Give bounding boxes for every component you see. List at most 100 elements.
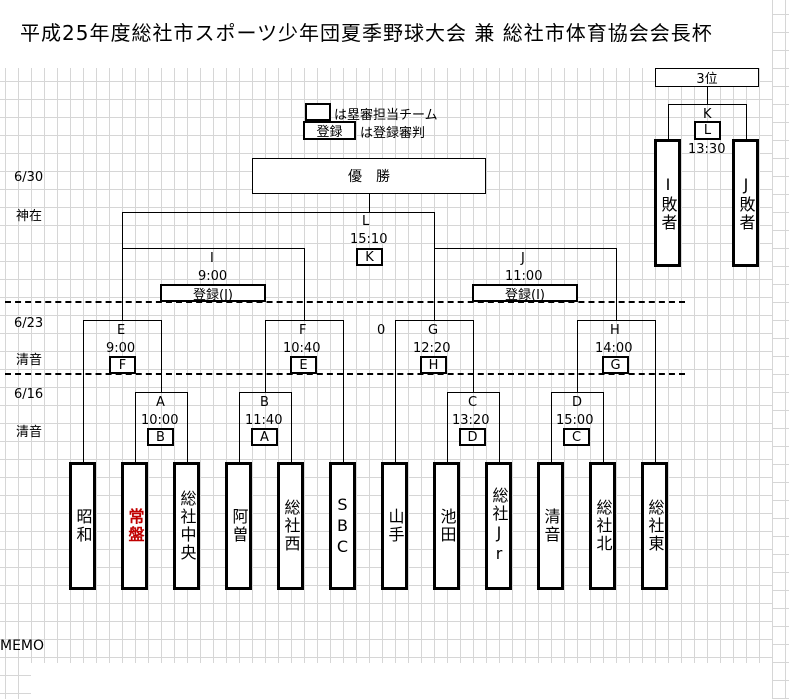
venue-final: 神在	[16, 209, 43, 224]
r1-a-umpire: B	[147, 428, 174, 446]
qf-f-time: 10:40	[283, 341, 321, 356]
qf-g-game: G	[428, 323, 439, 338]
stray-zero: 0	[377, 323, 386, 338]
team-name: SBC	[333, 494, 352, 558]
page-title: 平成25年度総社市スポーツ少年団夏季野球大会 兼 総社市体育協会会長杯	[20, 17, 713, 46]
grid-background-right	[772, 0, 789, 699]
qf-h-left	[577, 320, 578, 392]
qf-f-umpire: E	[290, 356, 317, 374]
venue-round1: 清音	[16, 425, 43, 440]
qf-h-bar	[577, 320, 655, 321]
team-name: 池田	[437, 508, 457, 544]
qf-h-game: H	[610, 323, 620, 338]
team-box: 総社Jr	[485, 462, 512, 590]
r1-d-right	[603, 392, 604, 462]
r1-c-right	[499, 392, 500, 462]
r1-a-game: A	[156, 395, 165, 410]
separator-round2	[5, 373, 685, 375]
qf-g-time: 12:20	[413, 341, 451, 356]
team-name: 総社Jr	[489, 487, 509, 565]
qf-e-time: 9:00	[106, 341, 136, 356]
r1-c-umpire: D	[459, 428, 486, 446]
third-umpire: L	[694, 121, 721, 140]
team-name: 清音	[541, 508, 561, 544]
r1-b-time: 11:40	[245, 413, 283, 428]
team-name: I敗者	[658, 174, 678, 232]
third-bar	[668, 104, 746, 105]
qf-e-umpire: F	[109, 356, 136, 374]
third-stem	[707, 87, 708, 105]
date-round1: 6/16	[14, 387, 44, 402]
r1-d-bar	[551, 392, 603, 393]
qf-g-bar	[395, 320, 473, 321]
semi-j-time: 11:00	[505, 269, 543, 284]
team-box: 池田	[433, 462, 460, 590]
qf-e-bar	[83, 320, 161, 321]
date-round2: 6/23	[14, 316, 44, 331]
third-game: K	[703, 107, 712, 122]
r1-d-left	[551, 392, 552, 462]
final-time: 15:10	[350, 232, 388, 247]
memo-label: MEMO	[0, 638, 45, 654]
r1-d-umpire: C	[563, 428, 590, 446]
qf-f-left	[265, 320, 266, 392]
semi-j-left	[434, 248, 435, 320]
semi-i-game: I	[210, 251, 214, 266]
final-bar	[122, 212, 434, 213]
team-name: 山手	[385, 508, 405, 544]
semi-i-umpire: 登録(J)	[160, 284, 266, 303]
qf-e-right	[161, 320, 162, 392]
venue-round2: 清音	[16, 353, 43, 368]
r1-d-time: 15:00	[556, 413, 594, 428]
team-name: 総社西	[281, 499, 301, 553]
semi-i-bar	[122, 248, 304, 249]
team-box: 阿曽	[225, 462, 252, 590]
qf-f-game: F	[299, 323, 307, 338]
separator-final	[5, 301, 685, 303]
team-box: 常盤	[121, 462, 148, 590]
qf-h-right	[655, 320, 656, 462]
third-place-box: 3位	[655, 68, 759, 87]
r1-c-game: C	[468, 395, 478, 410]
legend-register-box: 登録	[303, 121, 356, 140]
qf-g-umpire: H	[420, 356, 447, 374]
third-left	[668, 104, 669, 140]
qf-e-left	[83, 320, 84, 462]
qf-e-game: E	[117, 323, 126, 338]
date-final: 6/30	[14, 170, 44, 185]
team-box: 昭和	[69, 462, 96, 590]
team-box: SBC	[329, 462, 356, 590]
team-box: 山手	[381, 462, 408, 590]
memo-area	[31, 663, 772, 699]
team-name: 昭和	[73, 508, 93, 544]
legend-register-text: は登録審判	[360, 126, 426, 141]
semi-i-left	[122, 248, 123, 320]
final-stem	[369, 194, 370, 212]
legend-umpire-swatch	[305, 103, 331, 121]
r1-b-right	[291, 392, 292, 462]
team-name: 総社北	[593, 499, 613, 553]
team-box: 総社東	[641, 462, 668, 590]
team-name: 総社東	[645, 499, 665, 553]
team-name: J敗者	[736, 174, 756, 232]
team-box: 総社北	[589, 462, 616, 590]
champion-box: 優 勝	[252, 158, 486, 194]
semi-i-right	[304, 248, 305, 320]
qf-g-right	[473, 320, 474, 392]
semi-right-stem	[434, 212, 435, 248]
r1-a-left	[135, 392, 136, 462]
team-name-highlighted: 常盤	[125, 508, 145, 544]
legend-umpire-text: は塁審担当チーム	[334, 108, 438, 123]
team-box: 総社中央	[173, 462, 200, 590]
qf-g-left	[395, 320, 396, 462]
r1-a-right	[187, 392, 188, 462]
qf-h-umpire: G	[602, 356, 629, 374]
qf-f-bar	[265, 320, 343, 321]
semi-j-bar	[434, 248, 616, 249]
third-right-team: J敗者	[732, 139, 759, 267]
r1-b-game: B	[260, 395, 269, 410]
semi-j-right	[616, 248, 617, 320]
r1-c-time: 13:20	[452, 413, 490, 428]
third-time: 13:30	[688, 142, 726, 157]
team-name: 阿曽	[229, 508, 249, 544]
